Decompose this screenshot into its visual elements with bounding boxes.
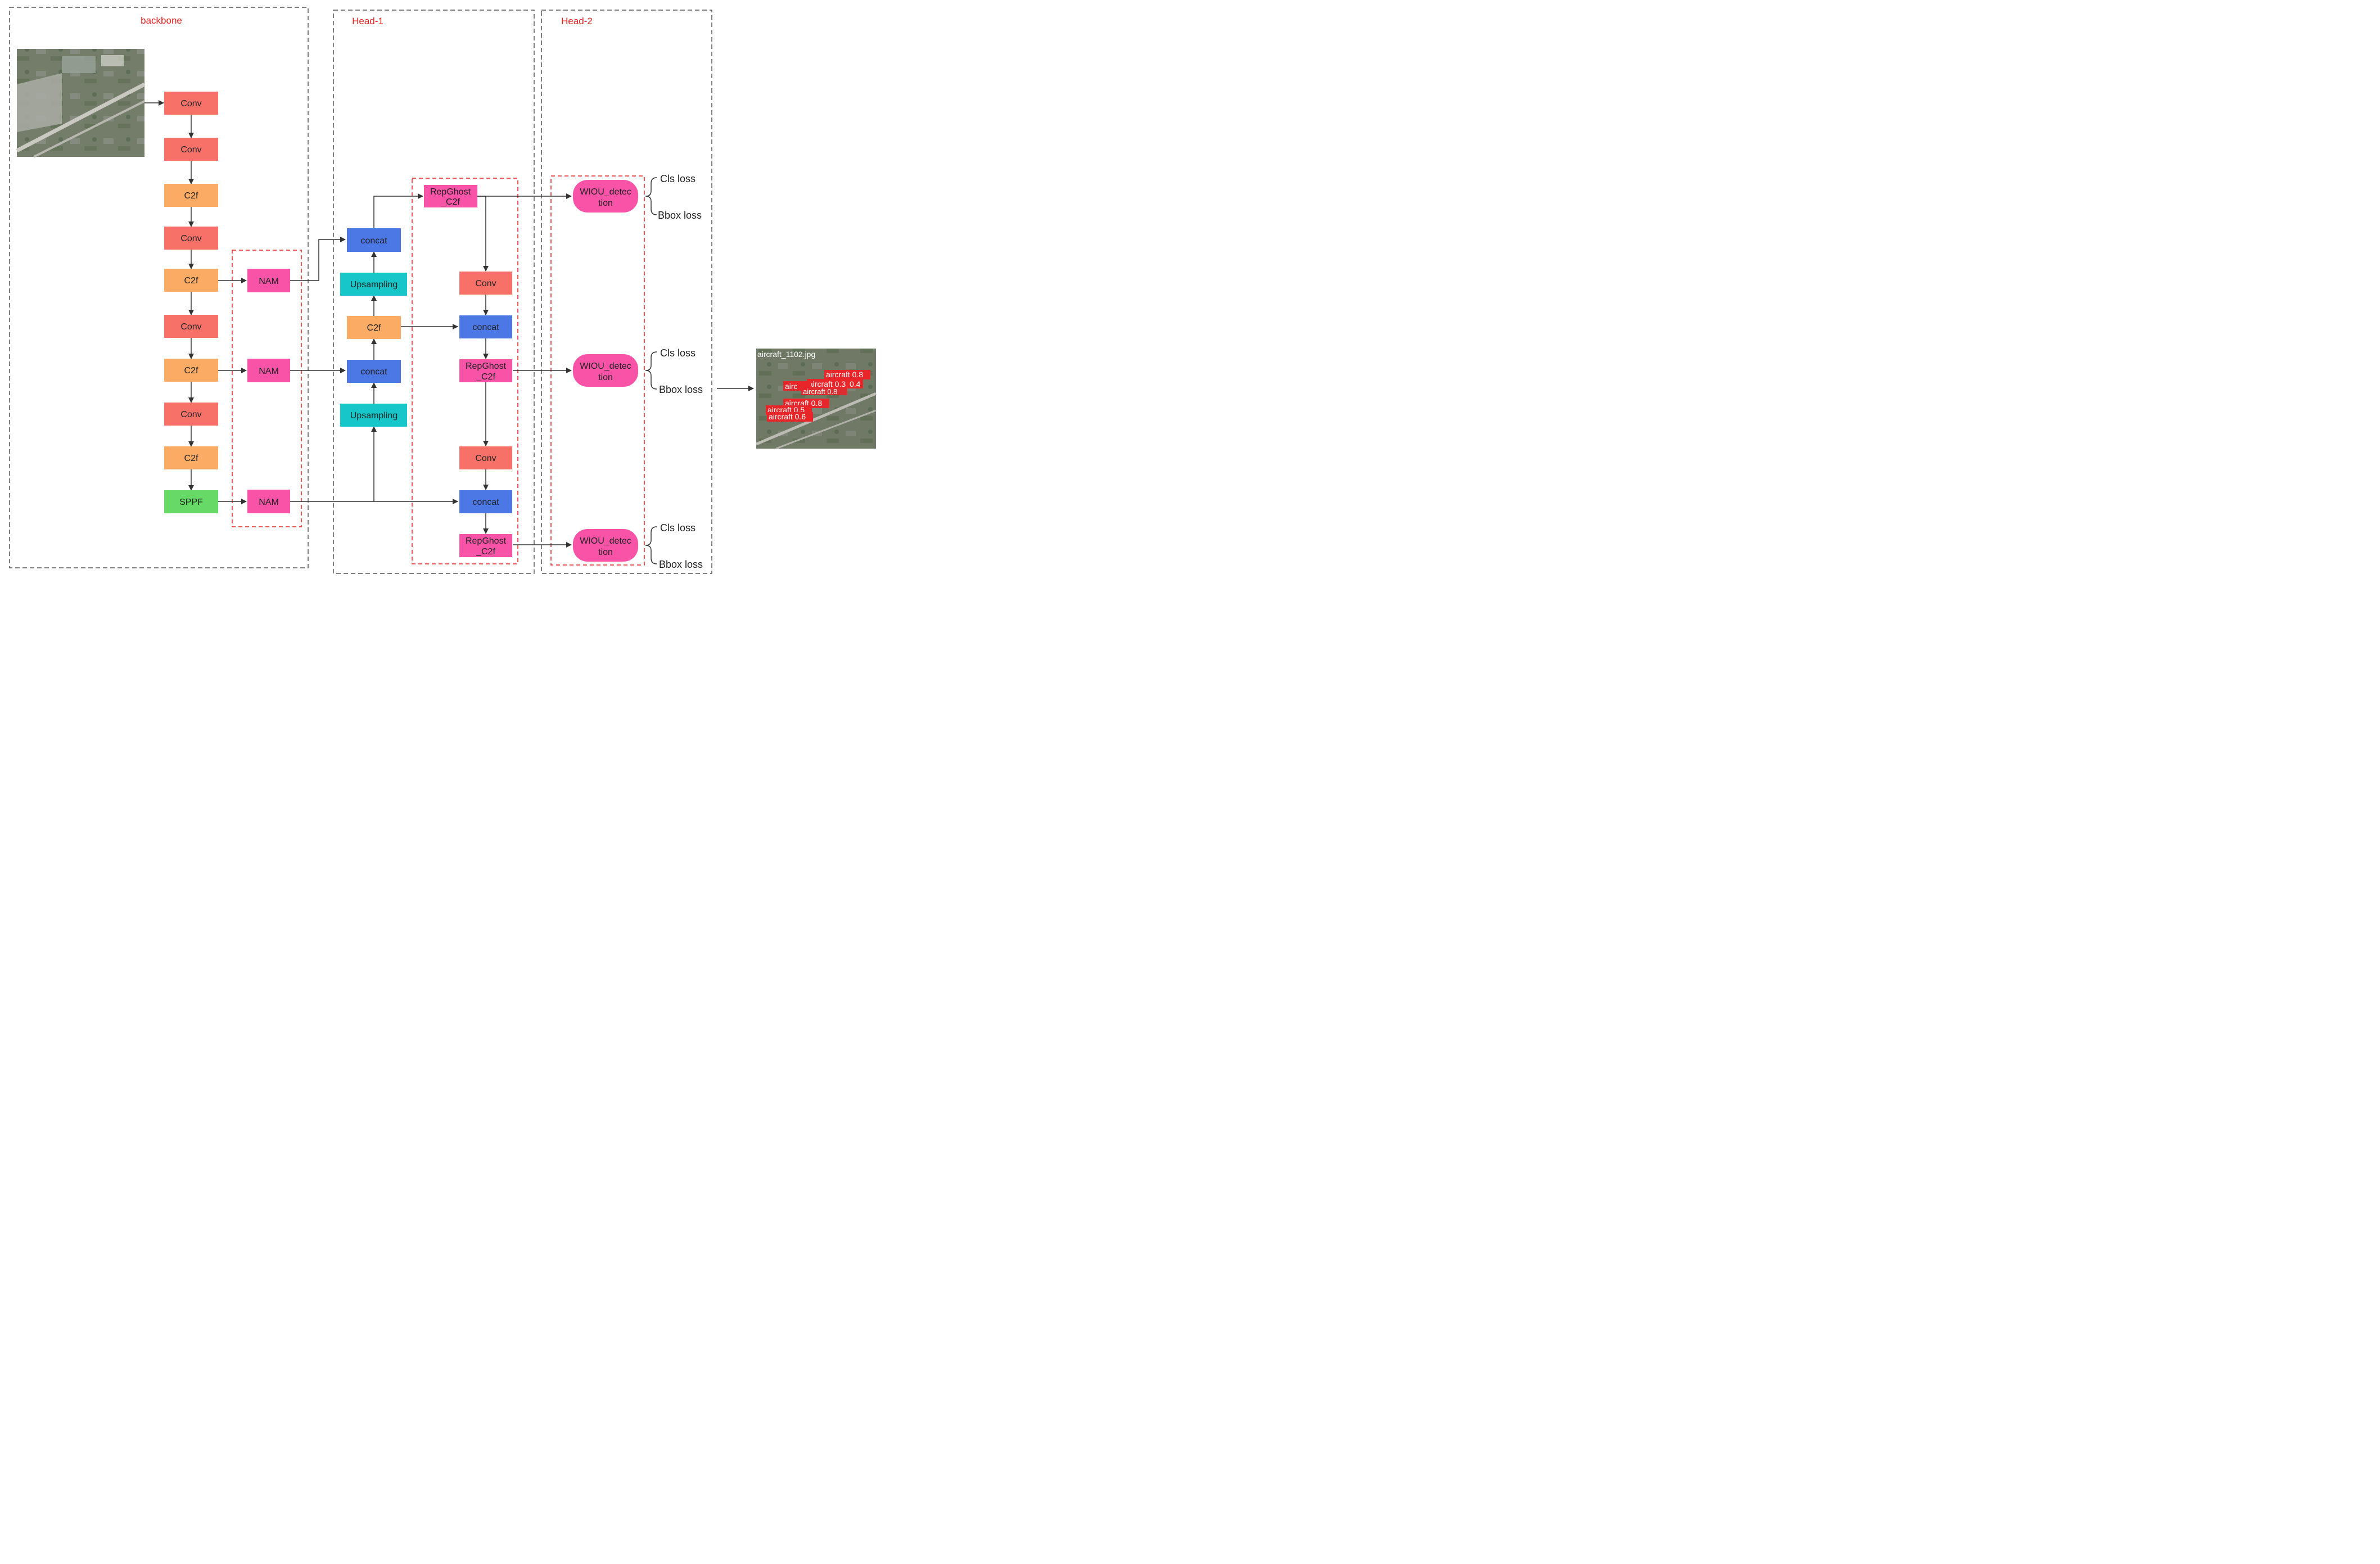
wiou-detection-2: WIOU_detec tion [573,354,638,387]
svg-text:_C2f: _C2f [476,372,495,382]
svg-text:Conv: Conv [180,234,201,243]
conv-block-head-a: Conv [459,272,512,295]
svg-text:NAM: NAM [259,498,279,507]
conv-block-4: Conv [164,315,218,338]
connectors [144,100,754,548]
svg-text:SPPF: SPPF [179,498,203,507]
nam-block-2: NAM [247,359,290,382]
repghost-group-frame [412,178,518,564]
sppf-block: SPPF [164,490,218,513]
detection-label-5: aircraft 0.8 [803,387,837,396]
cls-loss-label-2: Cls loss [660,347,696,359]
wiou-detection-1: WIOU_detec tion [573,180,638,213]
backbone-title: backbone [141,15,182,26]
concat-block-a: concat [459,315,512,338]
nam-block-3: NAM [247,490,290,513]
architecture-diagram: backbone Head-1 Head-2 [9,7,877,574]
cls-loss-label-3: Cls loss [660,522,696,534]
svg-text:RepGhost: RepGhost [466,536,507,546]
svg-text:WIOU_detec: WIOU_detec [580,536,631,546]
svg-text:Upsampling: Upsampling [350,411,398,421]
c2f-block-3: C2f [164,359,218,382]
bbox-loss-label-2: Bbox loss [659,384,703,395]
svg-text:WIOU_detec: WIOU_detec [580,187,631,197]
svg-text:Conv: Conv [180,322,201,332]
upsampling-block-1: Upsampling [340,273,407,296]
svg-text:Conv: Conv [180,145,201,155]
svg-text:tion: tion [598,198,613,208]
detection-label-1: aircraft 0.8 [826,370,863,379]
bbox-loss-label-3: Bbox loss [659,559,703,570]
head2-title: Head-2 [561,16,593,26]
conv-block-3: Conv [164,227,218,250]
svg-text:C2f: C2f [184,454,198,463]
output-filename: aircraft_1102.jpg [757,350,815,359]
svg-text:concat: concat [360,236,387,246]
input-image [16,49,146,158]
nam-group-frame [232,250,302,527]
upsampling-block-2: Upsampling [340,404,407,427]
c2f-block-1: C2f [164,184,218,207]
svg-text:C2f: C2f [184,191,198,201]
bbox-loss-label-1: Bbox loss [658,210,702,221]
svg-text:Upsampling: Upsampling [350,280,398,290]
loss-braces [645,177,657,564]
nam-block-1: NAM [247,269,290,292]
svg-text:concat: concat [360,367,387,377]
repghost-block-top: RepGhost _C2f [424,185,477,207]
cls-loss-label-1: Cls loss [660,173,696,184]
svg-text:Conv: Conv [475,454,496,463]
svg-text:C2f: C2f [367,323,381,333]
svg-text:Conv: Conv [180,99,201,109]
c2f-block-2: C2f [164,269,218,292]
detection-label-8: aircraft 0.6 [769,412,806,421]
svg-text:_C2f: _C2f [476,547,495,557]
repghost-block-mid: RepGhost _C2f [459,359,512,382]
c2f-block-4: C2f [164,446,218,469]
svg-text:NAM: NAM [259,277,279,286]
svg-text:Conv: Conv [180,410,201,419]
conv-block-head-b: Conv [459,446,512,469]
svg-text:tion: tion [598,373,613,382]
detection-label-2: aircraft 0.3 [809,379,846,388]
svg-text:_C2f: _C2f [440,197,460,207]
conv-block-5: Conv [164,403,218,426]
detection-label-3: 0.4 [850,379,861,388]
conv-block-2: Conv [164,138,218,161]
svg-text:C2f: C2f [184,366,198,376]
head2-frame [541,10,712,574]
conv-block-1: Conv [164,92,218,115]
svg-text:RepGhost: RepGhost [430,187,471,197]
svg-text:concat: concat [472,498,499,507]
concat-block-top: concat [347,228,401,252]
c2f-block-head: C2f [347,316,401,339]
backbone-frame [9,7,309,568]
concat-block-mid: concat [347,360,401,383]
wiou-detection-3: WIOU_detec tion [573,529,638,562]
detection-label-4: airc [785,382,798,391]
svg-text:WIOU_detec: WIOU_detec [580,361,631,371]
svg-text:RepGhost: RepGhost [466,361,507,371]
svg-text:tion: tion [598,548,613,557]
svg-text:C2f: C2f [184,276,198,286]
concat-block-b: concat [459,490,512,513]
svg-text:NAM: NAM [259,367,279,376]
svg-text:concat: concat [472,323,499,332]
head1-frame [333,10,535,574]
output-image: aircraft_1102.jpg aircraft 0.8 aircraft … [756,349,877,450]
svg-text:Conv: Conv [475,279,496,288]
head1-title: Head-1 [352,16,383,26]
repghost-block-bottom: RepGhost _C2f [459,534,512,557]
